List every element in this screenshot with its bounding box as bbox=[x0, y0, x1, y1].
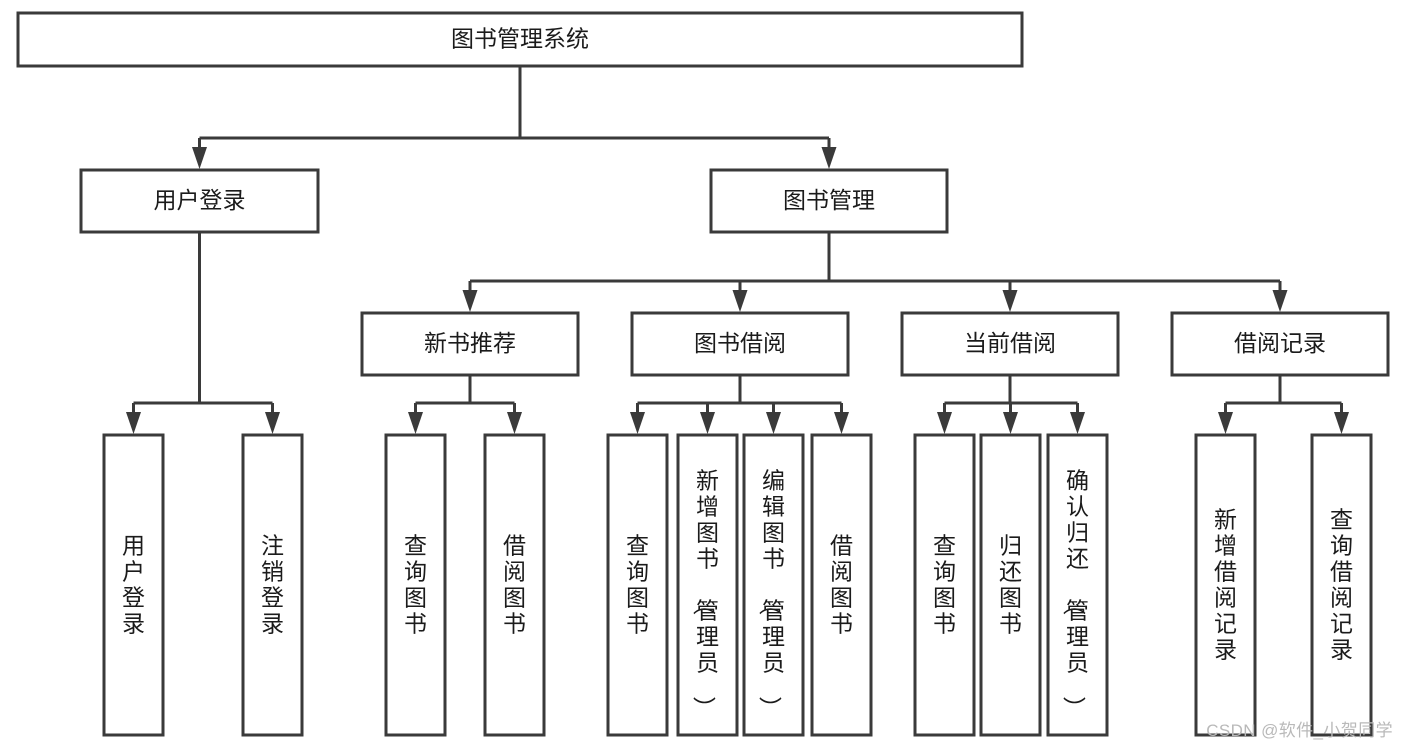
node-label: 新增图书（管理员） bbox=[691, 467, 719, 719]
arrow-head-icon bbox=[1070, 412, 1085, 434]
node-leaf_6[interactable]: 编辑图书（管理员） bbox=[742, 433, 805, 737]
node-label: 图书管理 bbox=[783, 187, 875, 213]
node-box[interactable] bbox=[810, 433, 873, 737]
node-leaf_8[interactable]: 查询图书 bbox=[913, 433, 976, 737]
node-label: 借阅图书 bbox=[503, 532, 526, 636]
node-label: 新增借阅记录 bbox=[1214, 506, 1237, 662]
arrow-head-icon bbox=[630, 412, 645, 434]
node-root[interactable]: 图书管理系统 bbox=[16, 11, 1024, 68]
node-label: 查询图书 bbox=[626, 532, 649, 636]
node-label: 新书推荐 bbox=[424, 330, 516, 356]
node-leaf_11[interactable]: 新增借阅记录 bbox=[1194, 433, 1257, 737]
connector-group-l2_0 bbox=[126, 232, 280, 434]
node-leaf_4[interactable]: 查询图书 bbox=[606, 433, 669, 737]
node-layer: 图书管理系统用户登录图书管理新书推荐图书借阅当前借阅借阅记录用户登录注销登录查询… bbox=[16, 11, 1390, 737]
arrow-head-icon bbox=[265, 412, 280, 434]
connector-group-l3_0 bbox=[408, 375, 522, 434]
node-label: 注销登录 bbox=[261, 532, 284, 636]
node-box[interactable] bbox=[979, 433, 1042, 737]
arrow-head-icon bbox=[1002, 290, 1018, 312]
node-box[interactable] bbox=[742, 433, 805, 737]
arrow-head-icon bbox=[834, 412, 849, 434]
arrow-head-icon bbox=[766, 412, 781, 434]
connector-group-root bbox=[192, 66, 837, 169]
node-leaf_7[interactable]: 借阅图书 bbox=[810, 433, 873, 737]
node-label: 图书管理系统 bbox=[451, 26, 589, 52]
node-box[interactable] bbox=[630, 311, 850, 377]
node-l2_1[interactable]: 图书管理 bbox=[709, 168, 949, 234]
node-box[interactable] bbox=[606, 433, 669, 737]
connector-layer bbox=[126, 66, 1349, 434]
node-label: 确认归还（管理员） bbox=[1061, 467, 1089, 719]
node-label: 归还图书 bbox=[999, 532, 1022, 636]
node-box[interactable] bbox=[1170, 311, 1390, 377]
node-leaf_3[interactable]: 借阅图书 bbox=[483, 433, 546, 737]
node-leaf_2[interactable]: 查询图书 bbox=[384, 433, 447, 737]
node-l3_0[interactable]: 新书推荐 bbox=[360, 311, 580, 377]
node-box[interactable] bbox=[676, 433, 739, 737]
node-label: 用户登录 bbox=[122, 532, 145, 636]
node-label: 借阅记录 bbox=[1234, 330, 1326, 356]
node-leaf_10[interactable]: 确认归还（管理员） bbox=[1046, 433, 1109, 737]
node-leaf_1[interactable]: 注销登录 bbox=[241, 433, 304, 737]
node-l3_2[interactable]: 当前借阅 bbox=[900, 311, 1120, 377]
arrow-head-icon bbox=[821, 147, 837, 169]
node-box[interactable] bbox=[483, 433, 546, 737]
arrow-head-icon bbox=[462, 290, 478, 312]
connector-group-l2_1 bbox=[462, 232, 1288, 312]
node-label: 查询图书 bbox=[404, 532, 427, 636]
arrow-head-icon bbox=[1334, 412, 1349, 434]
connector-group-l3_1 bbox=[630, 375, 849, 434]
node-box[interactable] bbox=[709, 168, 949, 234]
node-box[interactable] bbox=[241, 433, 304, 737]
node-leaf_5[interactable]: 新增图书（管理员） bbox=[676, 433, 739, 737]
node-label: 当前借阅 bbox=[964, 330, 1056, 356]
node-l3_3[interactable]: 借阅记录 bbox=[1170, 311, 1390, 377]
connector-group-l3_3 bbox=[1218, 375, 1349, 434]
node-box[interactable] bbox=[102, 433, 165, 737]
node-label: 借阅图书 bbox=[830, 532, 853, 636]
node-box[interactable] bbox=[79, 168, 320, 234]
node-leaf_0[interactable]: 用户登录 bbox=[102, 433, 165, 737]
node-box[interactable] bbox=[16, 11, 1024, 68]
node-box[interactable] bbox=[913, 433, 976, 737]
arrow-head-icon bbox=[126, 412, 141, 434]
arrow-head-icon bbox=[507, 412, 522, 434]
node-label: 查询图书 bbox=[933, 532, 956, 636]
arrow-head-icon bbox=[732, 290, 748, 312]
node-l3_1[interactable]: 图书借阅 bbox=[630, 311, 850, 377]
connector-group-l3_2 bbox=[937, 375, 1085, 434]
node-l2_0[interactable]: 用户登录 bbox=[79, 168, 320, 234]
arrow-head-icon bbox=[1003, 412, 1018, 434]
arrow-head-icon bbox=[408, 412, 423, 434]
arrow-head-icon bbox=[192, 147, 207, 169]
node-label: 图书借阅 bbox=[694, 330, 786, 356]
node-box[interactable] bbox=[360, 311, 580, 377]
arrow-head-icon bbox=[1218, 412, 1233, 434]
arrow-head-icon bbox=[700, 412, 715, 434]
node-label: 编辑图书（管理员） bbox=[757, 467, 785, 719]
node-leaf_12[interactable]: 查询借阅记录 bbox=[1310, 433, 1373, 737]
node-box[interactable] bbox=[384, 433, 447, 737]
arrow-head-icon bbox=[937, 412, 952, 434]
node-leaf_9[interactable]: 归还图书 bbox=[979, 433, 1042, 737]
arrow-head-icon bbox=[1272, 290, 1288, 312]
node-label: 查询借阅记录 bbox=[1330, 506, 1353, 662]
node-box[interactable] bbox=[1194, 433, 1257, 737]
node-box[interactable] bbox=[1310, 433, 1373, 737]
node-box[interactable] bbox=[1046, 433, 1109, 737]
node-box[interactable] bbox=[900, 311, 1120, 377]
node-label: 用户登录 bbox=[154, 187, 246, 213]
